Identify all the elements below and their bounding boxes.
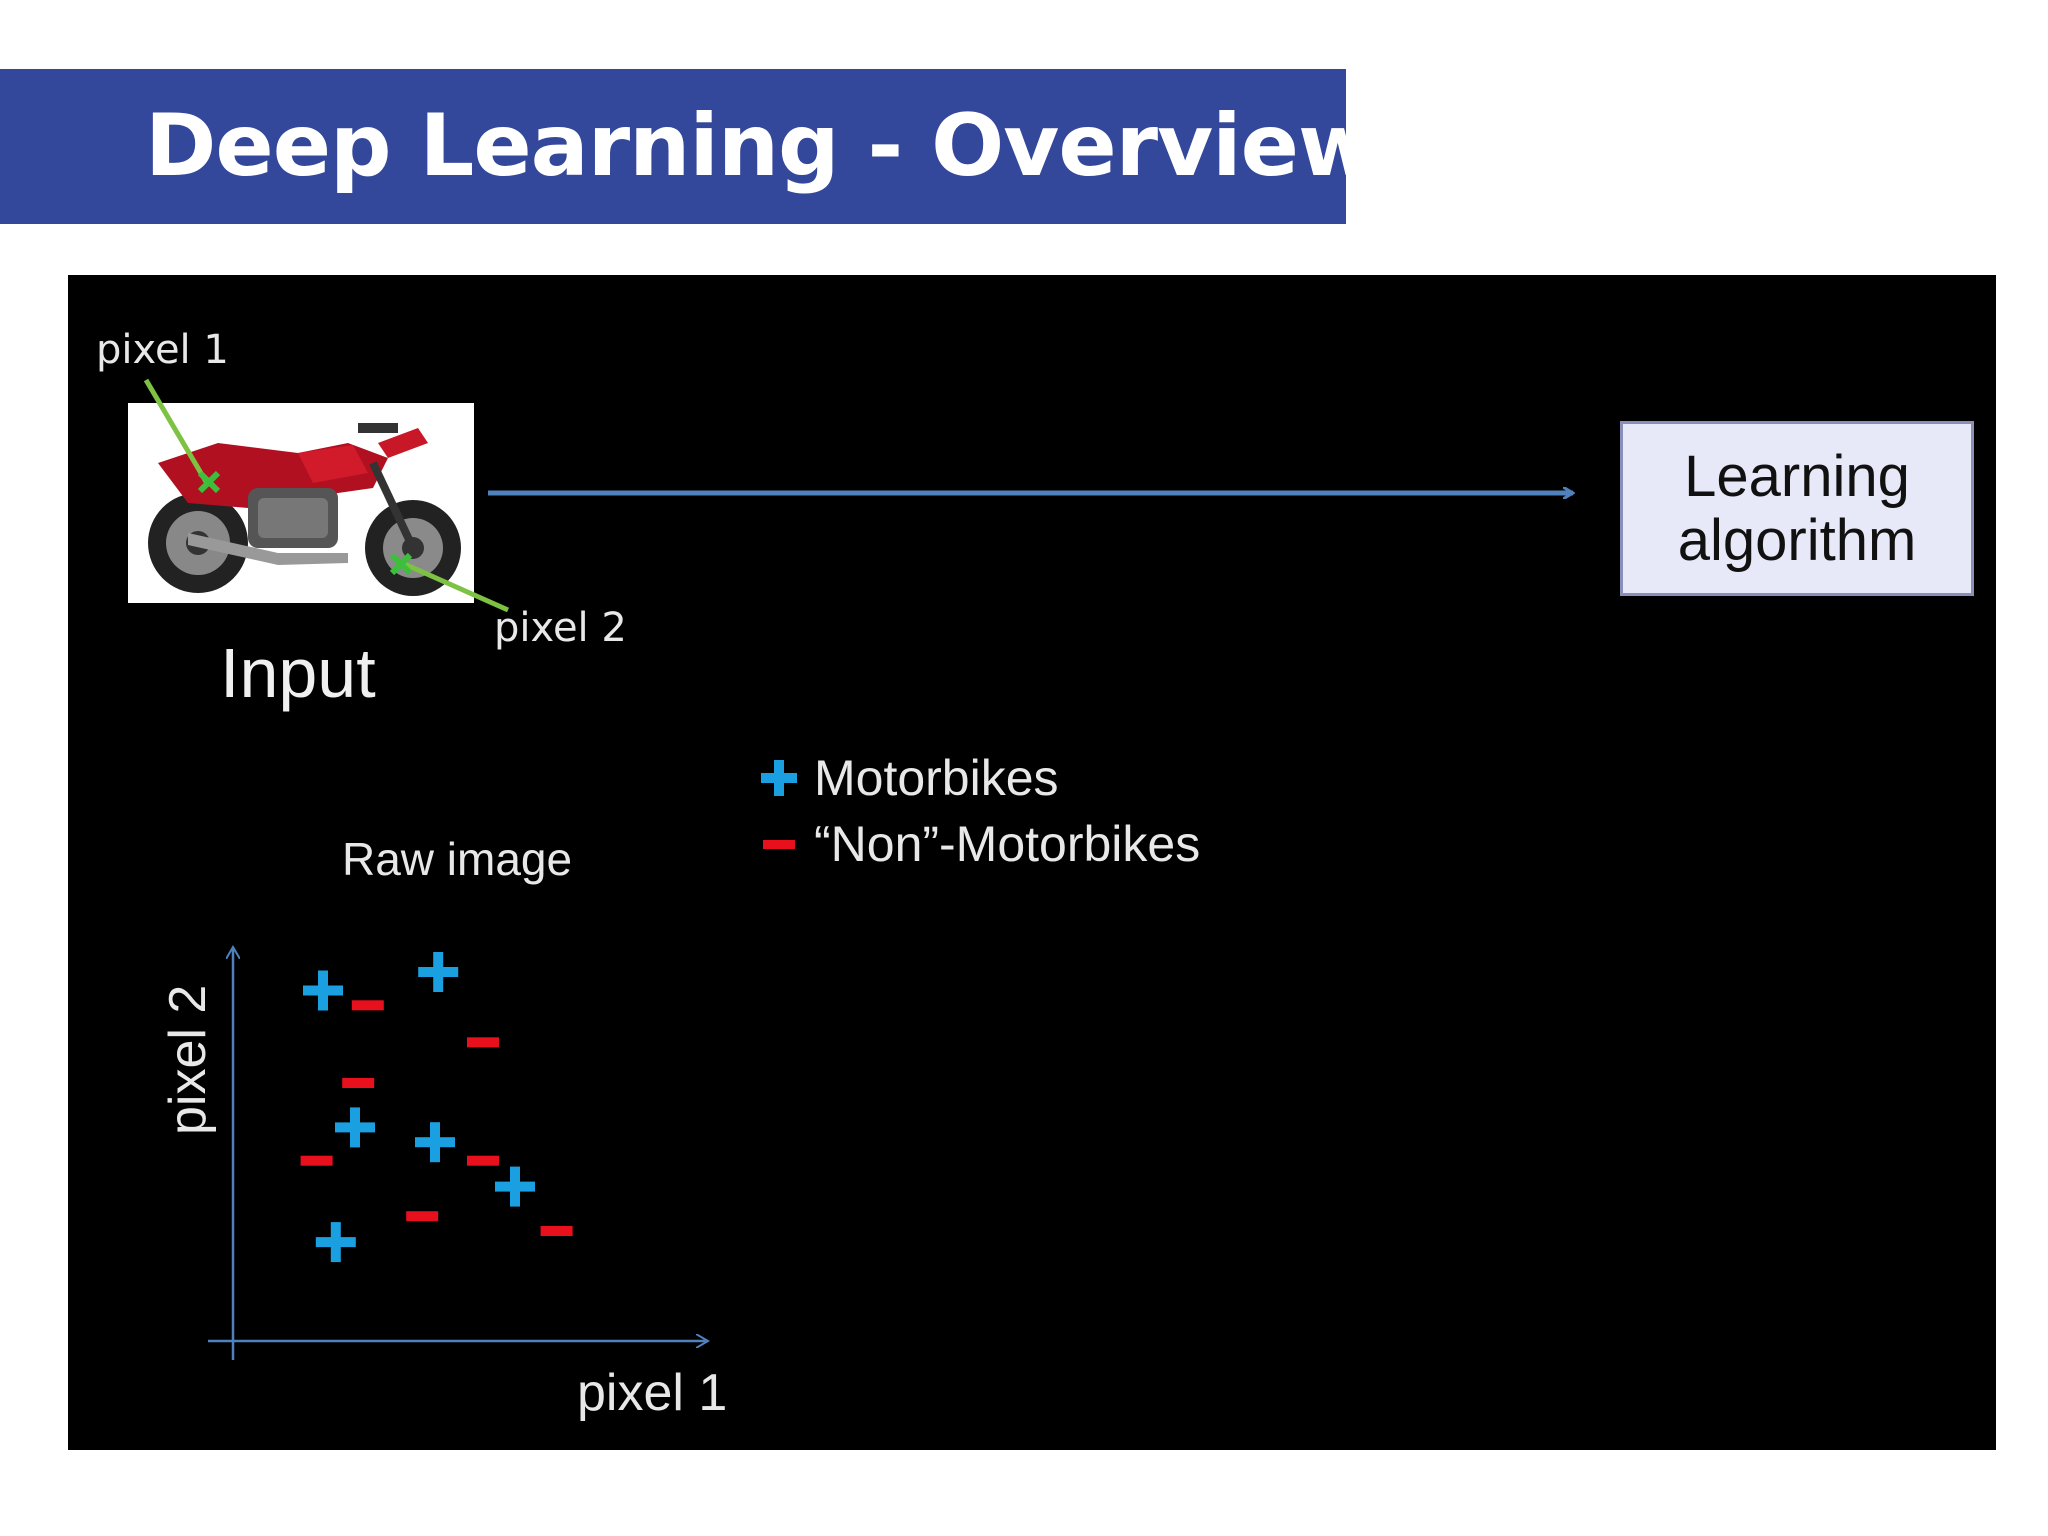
diagram-graphics [143, 378, 1996, 1360]
non-motorbike-point [300, 1155, 333, 1166]
minus-marker-icon [763, 840, 795, 849]
learning-algorithm-line1: Learning [1684, 443, 1910, 509]
motorbike-point [303, 970, 343, 1011]
plus-marker-icon [761, 760, 797, 796]
motorbike-point [495, 1166, 535, 1207]
motorbike-point [418, 952, 459, 992]
pixel1-marker [197, 470, 221, 494]
legend-label-non-motorbikes: “Non”-Motorbikes [814, 816, 1201, 872]
non-motorbike-point [342, 1078, 375, 1088]
legend-label-motorbikes: Motorbikes [814, 750, 1059, 806]
legend-item-non-motorbikes: “Non”-Motorbikes [758, 811, 1200, 877]
non-motorbike-point [540, 1226, 573, 1236]
non-motorbike-point [467, 1037, 499, 1048]
pixel1-pointer-line [143, 378, 211, 487]
pixel2-marker [389, 552, 413, 576]
slide-title: Deep Learning - Overview [145, 96, 1377, 196]
motorbike-point [415, 1122, 455, 1163]
y-axis-label: pixel 2 [159, 984, 217, 1135]
learning-algorithm-text: Learning algorithm [1677, 443, 1917, 573]
non-motorbike-point [351, 1000, 384, 1011]
motorbike-image [128, 403, 474, 603]
legend-item-motorbikes: Motorbikes [758, 745, 1200, 811]
diagram-panel: pixel 1 pixel 2 Input Learning algorithm [68, 275, 1996, 1450]
title-bar: Deep Learning - Overview [0, 69, 1377, 224]
non-motorbike-point [467, 1155, 499, 1166]
scatter-points [300, 952, 573, 1263]
pixel2-pointer-label: pixel 2 [494, 605, 627, 651]
motorbike-point [315, 1222, 356, 1263]
learning-algorithm-box: Learning algorithm [1620, 421, 1974, 596]
motorbike-point [335, 1107, 375, 1148]
legend: Motorbikes “Non”-Motorbikes [758, 745, 1200, 877]
pixel2-pointer-line [398, 559, 510, 613]
non-motorbike-point [406, 1211, 439, 1222]
pixel1-pointer-label: pixel 1 [96, 327, 229, 373]
learning-algorithm-line2: algorithm [1677, 507, 1917, 573]
x-axis-label: pixel 1 [577, 1364, 728, 1422]
raw-image-label: Raw image [342, 833, 573, 885]
input-label: Input [220, 634, 376, 712]
